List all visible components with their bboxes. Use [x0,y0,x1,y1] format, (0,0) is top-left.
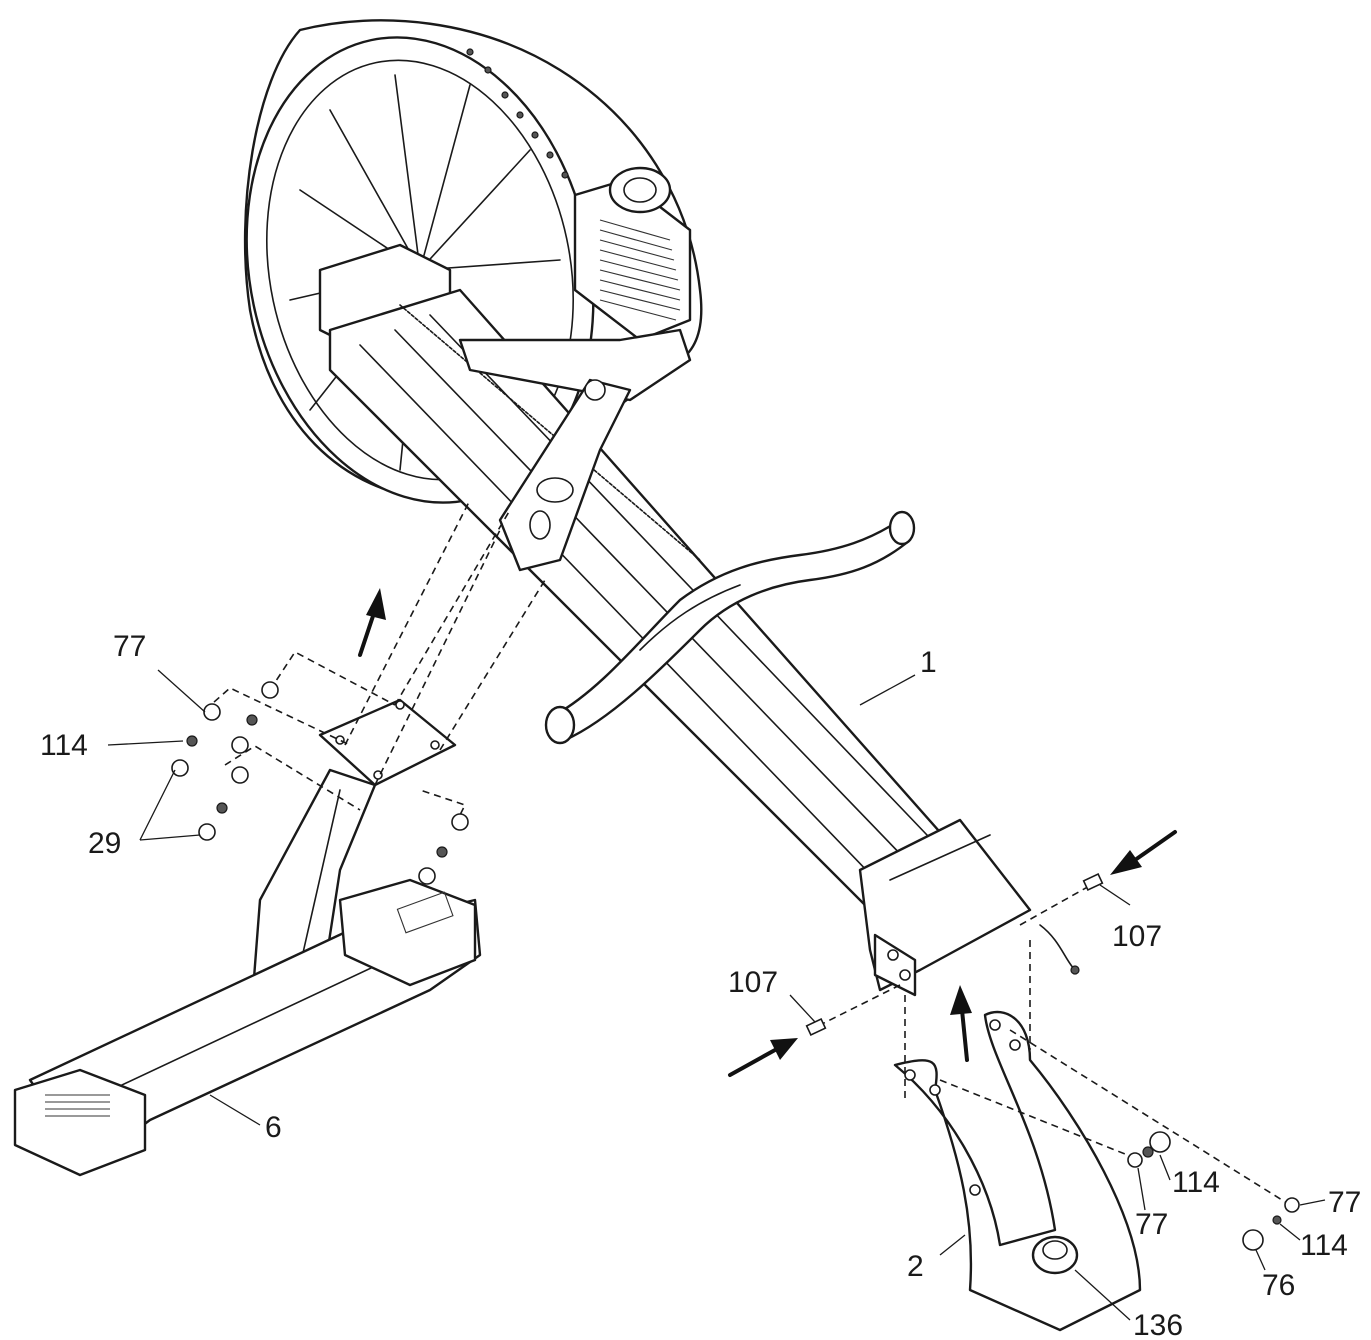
main-beam [328,288,1080,997]
hardware-rear-stand [805,873,1300,1251]
arrow-right-bolt [728,1038,798,1077]
callout-labels: 1 77 114 29 6 107 107 114 77 77 114 76 2… [40,630,1361,1340]
callout-107-right: 107 [1112,920,1162,953]
callout-77-right: 77 [1328,1186,1361,1219]
handlebar [544,510,916,745]
foot-pad-hatch [45,1094,110,1117]
assembly-guide-lines [204,499,1291,1206]
leader-lines [107,669,1326,1321]
callout-107-left: 107 [728,966,778,999]
callout-76: 76 [1262,1269,1295,1302]
callout-2: 2 [907,1250,924,1283]
callout-6: 6 [265,1111,282,1144]
direction-arrows [358,588,1177,1077]
damper-grill [599,219,681,321]
callout-1: 1 [920,646,937,679]
hardware-front-stand [171,681,469,885]
callout-114-mid: 114 [1172,1166,1220,1199]
rear-stand [893,1010,1142,1332]
rim-dots [466,48,569,179]
front-stand [13,698,482,1177]
callout-114-left: 114 [40,729,88,762]
callout-77-left: 77 [113,630,146,663]
arrow-up-rear [950,985,972,1062]
arrow-up-front [358,588,386,657]
callout-136: 136 [1133,1309,1183,1340]
arrow-left-bolt [1110,830,1177,875]
callout-29: 29 [88,827,121,860]
callout-77-mid: 77 [1135,1208,1168,1241]
callout-114-right: 114 [1300,1229,1348,1262]
